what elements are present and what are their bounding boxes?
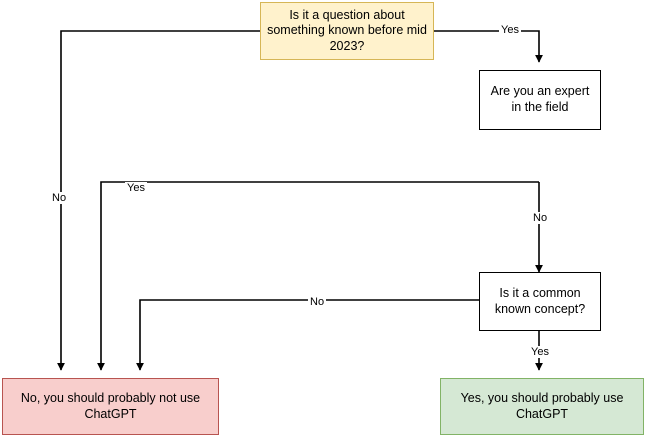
edge-label-expert-yes: Yes <box>125 182 147 195</box>
node-question-are-you-expert[interactable]: Are you an expert in the field <box>479 70 601 130</box>
node-label: Is it a common known concept? <box>494 285 586 316</box>
node-outcome-do-not-use-chatgpt[interactable]: No, you should probably not use ChatGPT <box>2 378 219 435</box>
edge-label-concept-yes: Yes <box>529 346 551 359</box>
node-outcome-use-chatgpt[interactable]: Yes, you should probably use ChatGPT <box>440 378 644 435</box>
node-label: No, you should probably not use ChatGPT <box>20 390 201 421</box>
edge-label-expert-no: No <box>531 212 550 225</box>
node-label: Are you an expert in the field <box>490 84 590 114</box>
edge-expert-yes-to-outcome-no <box>97 181 539 371</box>
edge-yes-to-expert <box>434 30 543 63</box>
node-label: Yes, you should probably use ChatGPT <box>460 390 624 421</box>
node-question-known-before-2023[interactable]: Is it a question about something known b… <box>260 2 434 60</box>
edge-label-start-yes: Yes <box>499 24 521 37</box>
node-question-common-known-concept[interactable]: Is it a common known concept? <box>479 272 601 331</box>
node-label: Is it a question about something known b… <box>267 7 427 53</box>
edge-concept-no-to-outcome-no <box>136 299 479 371</box>
edge-label-start-no: No <box>50 192 69 205</box>
edge-no-to-outcome-no <box>57 30 260 371</box>
edge-label-concept-no: No <box>308 296 327 309</box>
